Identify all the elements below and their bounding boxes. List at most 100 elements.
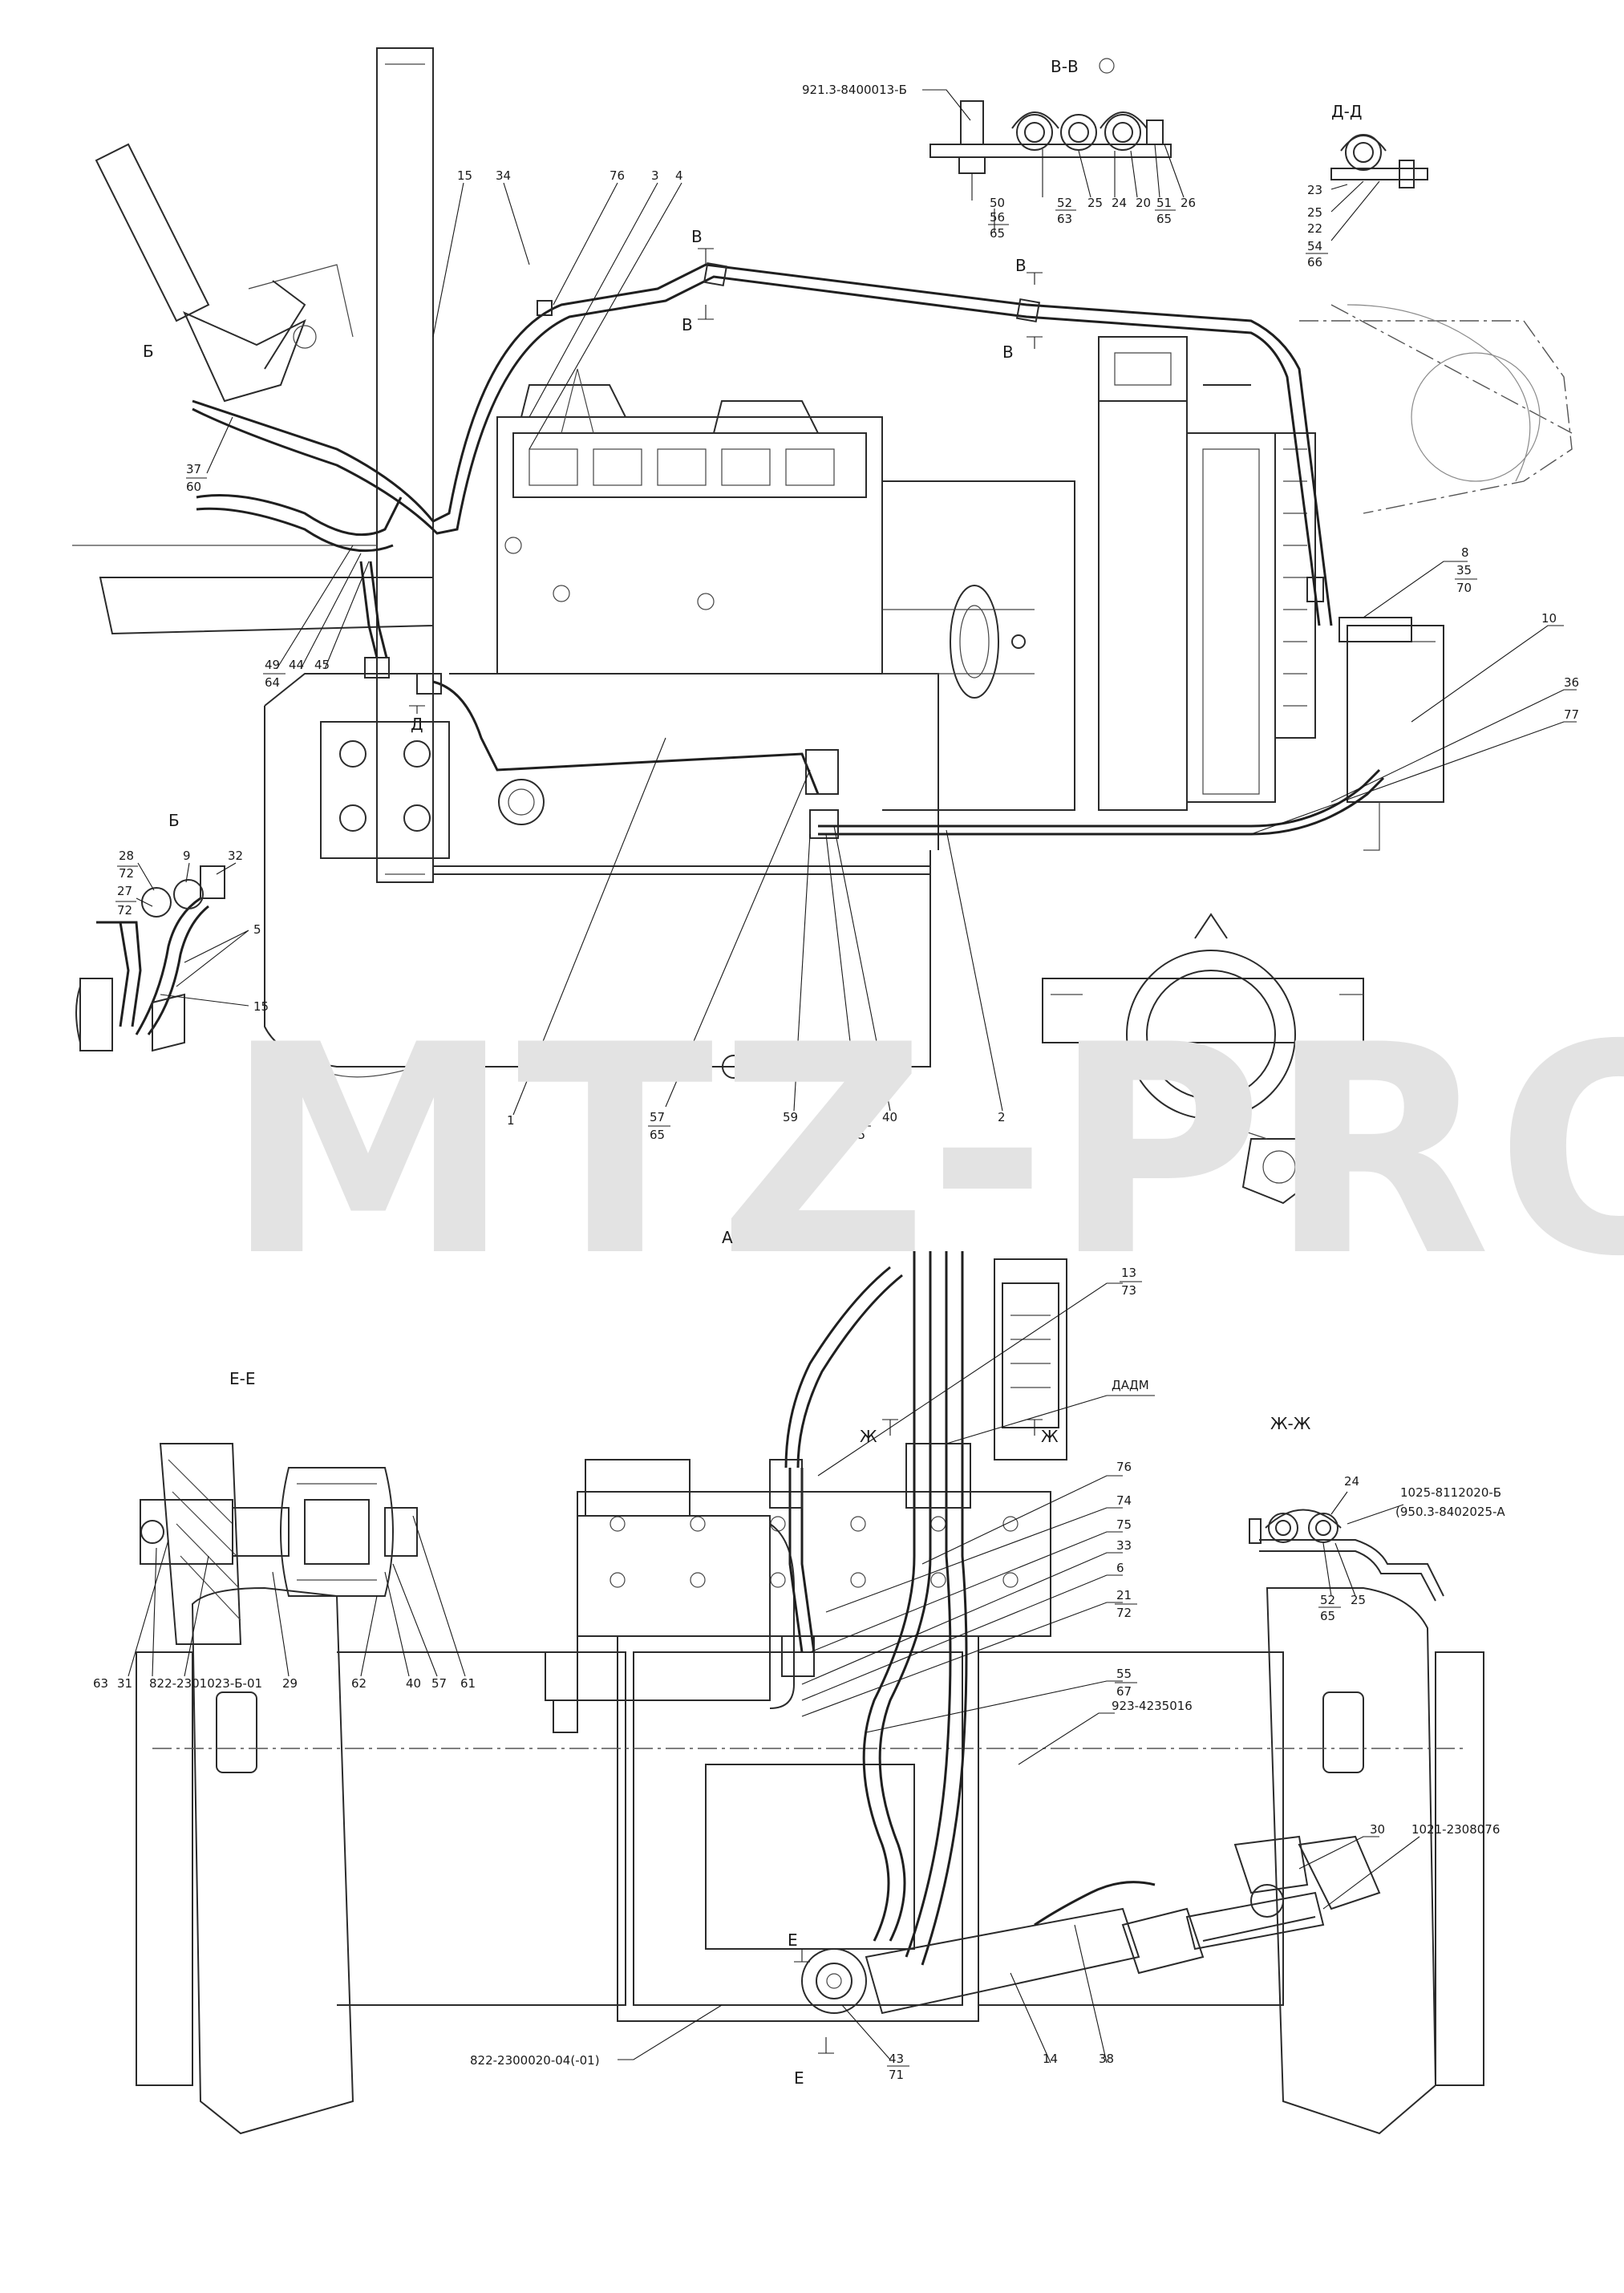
vv-callout-56: 56 [990,210,1005,225]
b-callout-15: 15 [253,999,269,1014]
vv-callout-65b: 65 [1156,212,1172,226]
callout-44: 44 [289,658,304,672]
dd-callout-25: 25 [1307,205,1322,220]
cut-mark-v3: В [1015,256,1027,275]
top-view-engine [72,47,1573,1205]
callout-58: 58 [850,1110,865,1124]
ee-callout-57: 57 [431,1676,447,1691]
a-callout-33: 33 [1116,1538,1132,1553]
label-b: Б [143,342,154,361]
section-zhzh: Ж-Ж 24 1025-8112020-Б (950.3-8402025-А 5… [1249,1414,1505,1623]
ee-callout-63: 63 [93,1676,108,1691]
callout-65a: 65 [650,1128,665,1142]
b-callout-72b: 72 [117,903,132,918]
callout-4: 4 [675,168,683,183]
detail-b: Б 28 72 9 32 27 72 5 15 [75,811,269,1052]
zhzh-part1: 1025-8112020-Б [1400,1485,1501,1500]
callout-40: 40 [882,1110,897,1124]
cut-mark-zh2: Ж [1041,1427,1059,1446]
callout-15: 15 [457,168,472,183]
a-callout-43: 43 [889,2052,904,2066]
b-callout-9: 9 [183,849,191,863]
callout-37: 37 [186,462,201,476]
ee-callout-40: 40 [406,1676,421,1691]
a-callout-30: 30 [1370,1822,1385,1837]
vv-callout-26: 26 [1181,196,1196,210]
a-callout-73: 73 [1121,1283,1136,1298]
callout-65b: 65 [850,1128,865,1142]
dd-callout-66: 66 [1307,255,1322,269]
ee-callout-822: 822-2301023-Б-01 [149,1676,262,1691]
section-zhzh-title: Ж-Ж [1270,1414,1311,1433]
b-callout-5: 5 [253,922,261,937]
ee-callout-29: 29 [282,1676,298,1691]
a-callout-6: 6 [1116,1561,1124,1575]
a-callout-74: 74 [1116,1493,1132,1508]
callouts-top: 15 34 76 3 4 37 60 49 44 45 64 8 35 70 1… [186,168,1579,1142]
cut-mark-e1: Е [788,1930,798,1950]
cut-mark-d1: Д [411,715,423,734]
a-callout-67: 67 [1116,1684,1132,1699]
view-a-title: А [722,1228,733,1247]
zhzh-callout-65: 65 [1320,1609,1335,1623]
a-callout-55: 55 [1116,1667,1132,1681]
callout-10: 10 [1541,611,1557,626]
b-callout-27: 27 [117,884,132,898]
callout-3: 3 [651,168,659,183]
zhzh-part2: (950.3-8402025-А [1395,1505,1505,1519]
ee-callout-61: 61 [460,1676,476,1691]
section-vv: В-В 921.3-8400013-Б 50 56 65 52 63 25 24… [802,57,1196,241]
cut-markers-top: В В В В Д Б А [143,227,1395,1072]
a-callout-13: 13 [1121,1266,1136,1280]
section-dd-title: Д-Д [1331,102,1362,121]
a-callout-72: 72 [1116,1606,1132,1620]
callout-70: 70 [1456,581,1472,595]
vv-callout-20: 20 [1136,196,1151,210]
zhzh-callout-25: 25 [1351,1593,1366,1607]
detail-b-title: Б [168,811,180,830]
view-a: А [136,1228,1500,2135]
callout-60: 60 [186,480,201,494]
cut-mark-v2: В [682,315,693,334]
watermark-text: MTZ-PRO [225,983,1624,1319]
vv-callout-51: 51 [1156,196,1172,210]
callout-49: 49 [265,658,280,672]
section-vv-part: 921.3-8400013-Б [802,83,907,97]
a-callout-71: 71 [889,2068,904,2082]
section-dd: Д-Д 23 25 22 54 66 [1306,102,1428,269]
callout-2: 2 [998,1110,1006,1124]
vv-callout-63: 63 [1057,212,1072,226]
b-callout-28: 28 [119,849,134,863]
callout-8: 8 [1461,545,1469,560]
cut-mark-zh1: Ж [860,1427,877,1446]
callout-59: 59 [783,1110,798,1124]
b-callout-72a: 72 [119,866,134,881]
a-callout-38: 38 [1099,2052,1114,2066]
callout-64: 64 [265,675,280,690]
callout-36: 36 [1564,675,1579,690]
callout-34: 34 [496,168,511,183]
cut-mark-v1: В [691,227,703,246]
a-callout-822: 822-2300020-04(-01) [470,2053,600,2068]
vv-callout-50: 50 [990,196,1005,210]
a-callout-75: 75 [1116,1517,1132,1532]
dd-callout-23: 23 [1307,183,1322,197]
callout-45: 45 [314,658,330,672]
vv-callout-24: 24 [1112,196,1127,210]
ee-callout-31: 31 [117,1676,132,1691]
dd-callout-22: 22 [1307,221,1322,236]
vv-callout-52: 52 [1057,196,1072,210]
a-callout-1021: 1021-2308076 [1411,1822,1500,1837]
a-callout-14: 14 [1043,2052,1058,2066]
vv-callout-65a: 65 [990,226,1005,241]
a-callout-76: 76 [1116,1460,1132,1474]
callout-1: 1 [507,1113,515,1128]
dd-callout-54: 54 [1307,239,1322,253]
zhzh-callout-52: 52 [1320,1593,1335,1607]
vv-callout-25: 25 [1087,196,1103,210]
section-ee-title: Е-Е [229,1369,256,1388]
callout-77: 77 [1564,707,1579,722]
section-vv-title: В-В [1051,57,1079,76]
section-ee: Е-Е 63 31 822-2301023-Б-01 29 62 40 57 6… [93,1369,476,1691]
